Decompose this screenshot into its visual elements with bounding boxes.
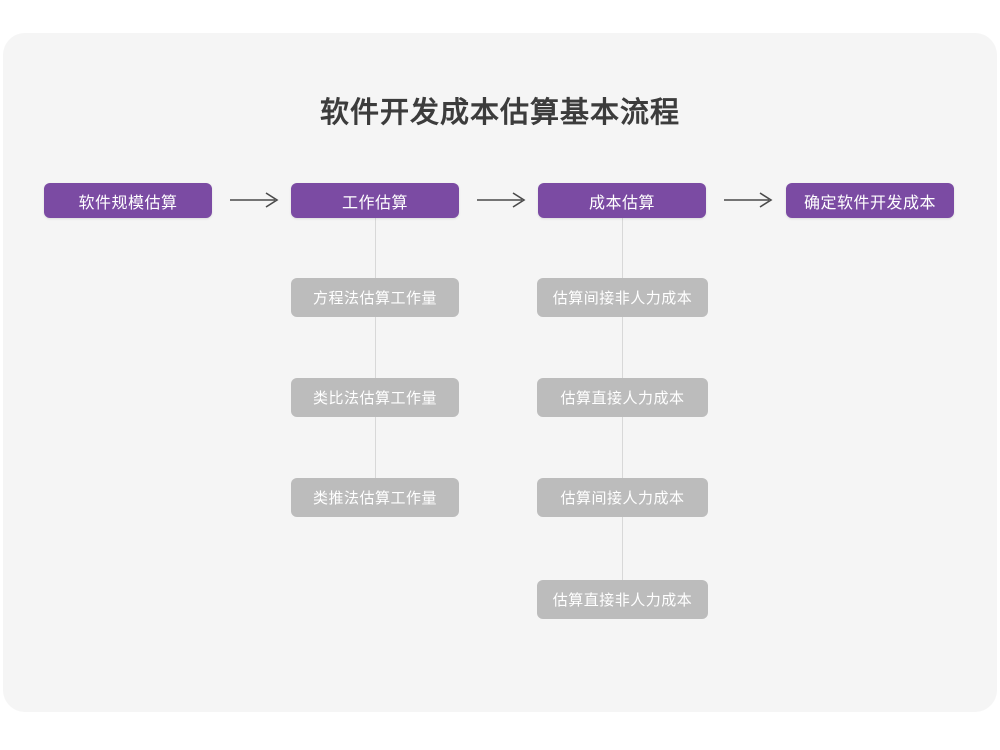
main-node-label: 工作估算 <box>341 194 408 212</box>
sub-node-work-3[interactable]: 类推法估算工作量 <box>291 478 459 517</box>
main-node-cost-estimation[interactable]: 成本估算 <box>538 183 706 218</box>
main-node-work-estimation[interactable]: 工作估算 <box>291 183 459 218</box>
sub-node-label: 估算间接非人力成本 <box>552 290 693 307</box>
main-node-final-cost[interactable]: 确定软件开发成本 <box>786 183 954 218</box>
connector-line-cost <box>622 217 623 619</box>
page-title: 软件开发成本估算基本流程 <box>319 97 680 129</box>
connector-line-work <box>375 217 376 517</box>
arrow-right-icon-2 <box>473 186 531 214</box>
sub-node-label: 方程法估算工作量 <box>312 290 437 307</box>
diagram-card <box>3 33 997 712</box>
main-node-label: 软件规模估算 <box>78 194 178 212</box>
sub-node-cost-2[interactable]: 估算直接人力成本 <box>537 378 708 417</box>
sub-node-cost-4[interactable]: 估算直接非人力成本 <box>537 580 708 619</box>
sub-node-label: 估算直接非人力成本 <box>552 592 693 609</box>
arrow-right-icon-1 <box>226 186 284 214</box>
sub-node-label: 估算间接人力成本 <box>560 490 685 507</box>
arrow-right-icon-3 <box>720 186 778 214</box>
main-node-label: 成本估算 <box>588 194 655 212</box>
main-node-software-scale[interactable]: 软件规模估算 <box>44 183 212 218</box>
sub-node-label: 类比法估算工作量 <box>312 390 437 407</box>
sub-node-cost-1[interactable]: 估算间接非人力成本 <box>537 278 708 317</box>
sub-node-label: 类推法估算工作量 <box>312 490 437 507</box>
sub-node-work-1[interactable]: 方程法估算工作量 <box>291 278 459 317</box>
main-node-label: 确定软件开发成本 <box>803 194 936 212</box>
sub-node-work-2[interactable]: 类比法估算工作量 <box>291 378 459 417</box>
sub-node-cost-3[interactable]: 估算间接人力成本 <box>537 478 708 517</box>
sub-node-label: 估算直接人力成本 <box>560 390 685 407</box>
